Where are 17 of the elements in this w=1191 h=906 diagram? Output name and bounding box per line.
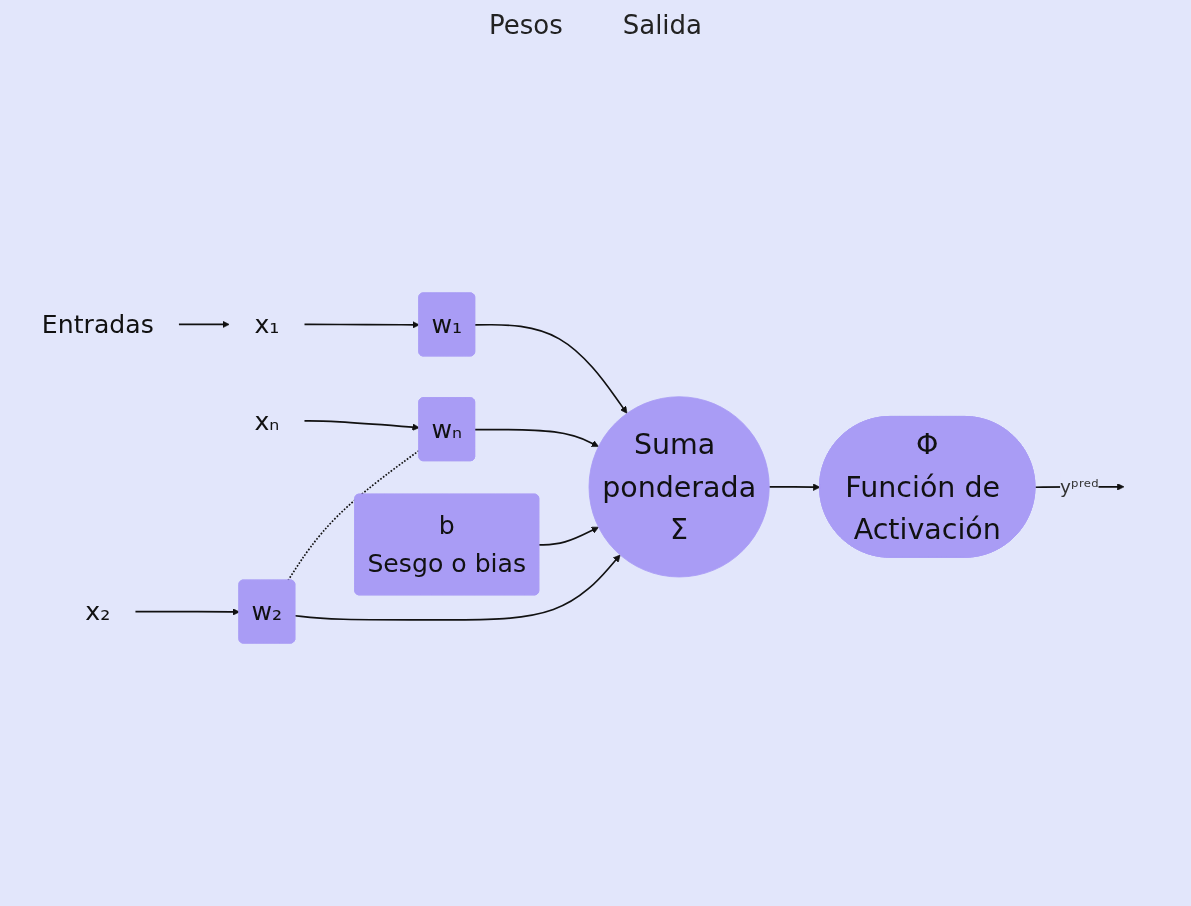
node-text: xₙ	[254, 406, 280, 436]
arrow	[134, 608, 240, 616]
node-text: x₂	[85, 596, 111, 627]
arrow	[294, 554, 621, 621]
arrow	[303, 420, 420, 431]
node-text: Entradas	[41, 309, 154, 340]
arrow	[538, 526, 599, 546]
arrow	[178, 320, 230, 329]
arrow	[768, 483, 821, 491]
arrow	[474, 323, 628, 414]
edge-label: yᵖʳᵉᵈ	[1060, 476, 1099, 498]
arrow	[474, 428, 599, 447]
node-circle: Suma ponderada Σ	[588, 396, 770, 578]
arrow	[303, 321, 420, 329]
caption-text: Pesos	[488, 10, 563, 40]
caption-text: Salida	[622, 10, 703, 40]
node-text: x₁	[254, 309, 280, 340]
